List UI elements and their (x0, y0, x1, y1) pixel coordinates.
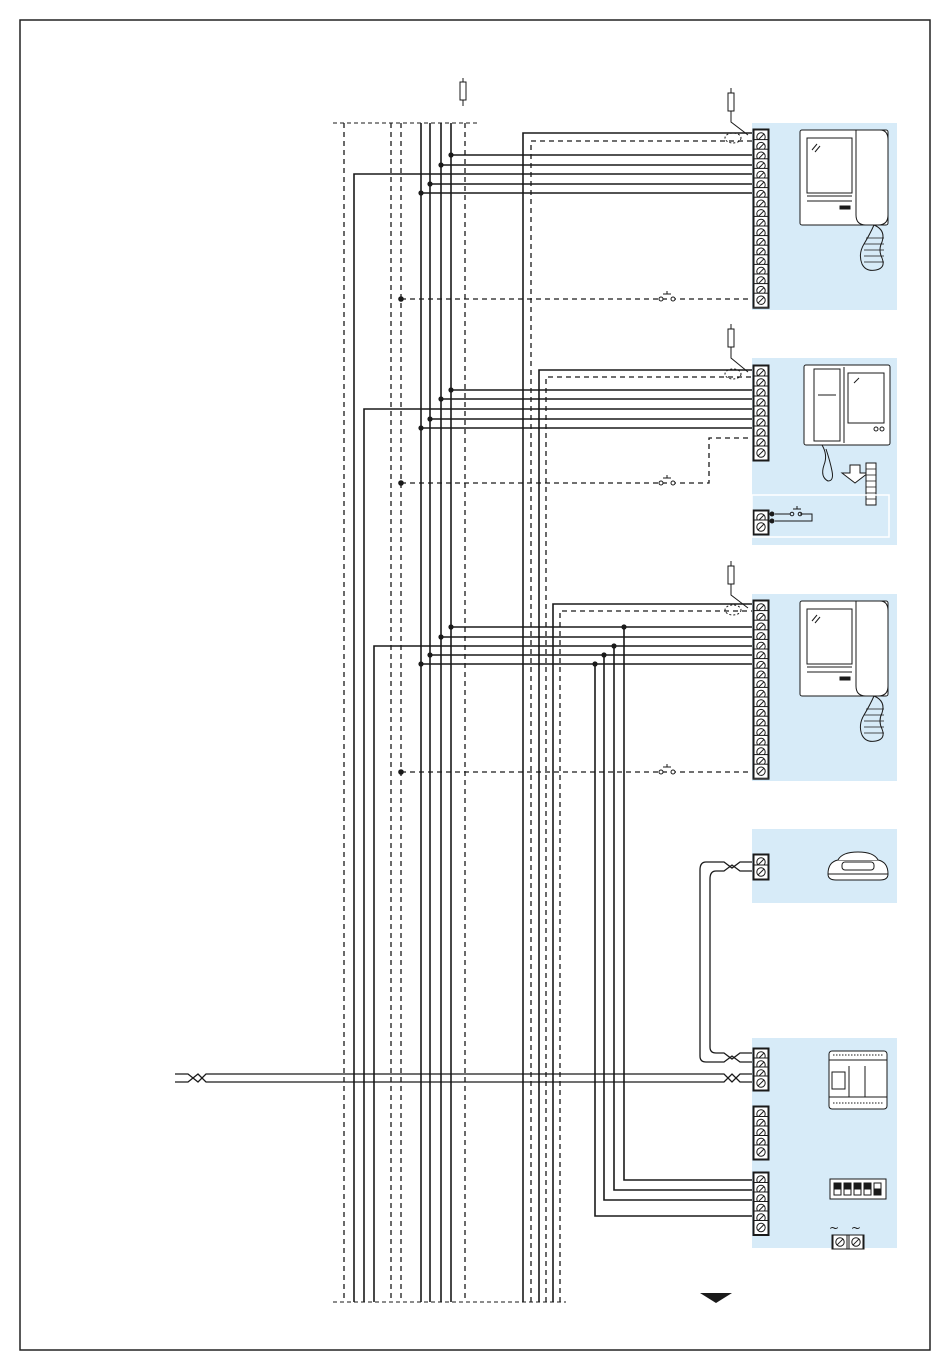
terminal-resistors (725, 88, 748, 615)
junctions-3 (398, 624, 626, 774)
terminal-screw-icon (754, 446, 768, 460)
power-supply-icon (829, 1051, 887, 1109)
down-arrow-icon (700, 1293, 732, 1303)
terminal-strip-power-b (753, 1106, 769, 1160)
terminal-screw-icon (754, 520, 768, 534)
terminal-screw-icon (754, 293, 768, 307)
resistor-icon (460, 78, 466, 106)
terminal-strip-power-c (753, 1172, 769, 1236)
push-button-icon (659, 291, 675, 774)
telephone-pair (700, 862, 752, 1062)
external-line (175, 1074, 752, 1082)
terminal-screw-icon (754, 1076, 768, 1090)
riser-bus (333, 123, 752, 1302)
feed-intercom-2 (364, 390, 752, 1302)
junctions-2 (398, 387, 453, 485)
terminal-strip-power-a (753, 1048, 769, 1091)
terminal-strip-3 (753, 600, 769, 779)
terminal-screw-icon (754, 1221, 768, 1235)
terminal-screw-icon (754, 764, 768, 778)
terminal-strip-telephone (753, 854, 769, 880)
ac-supply-terminals: ~ ~ (829, 1221, 865, 1249)
terminal-strip-2 (753, 365, 769, 461)
terminal-strip-bracket (753, 510, 769, 535)
dip-switch-icon (830, 1179, 886, 1199)
terminal-screw-icon (754, 1145, 768, 1159)
terminal-screw-icon (754, 865, 768, 879)
ac-symbol: ~ ~ (829, 1221, 865, 1235)
terminal-strip-1 (753, 129, 769, 308)
junctions-1 (398, 152, 453, 301)
